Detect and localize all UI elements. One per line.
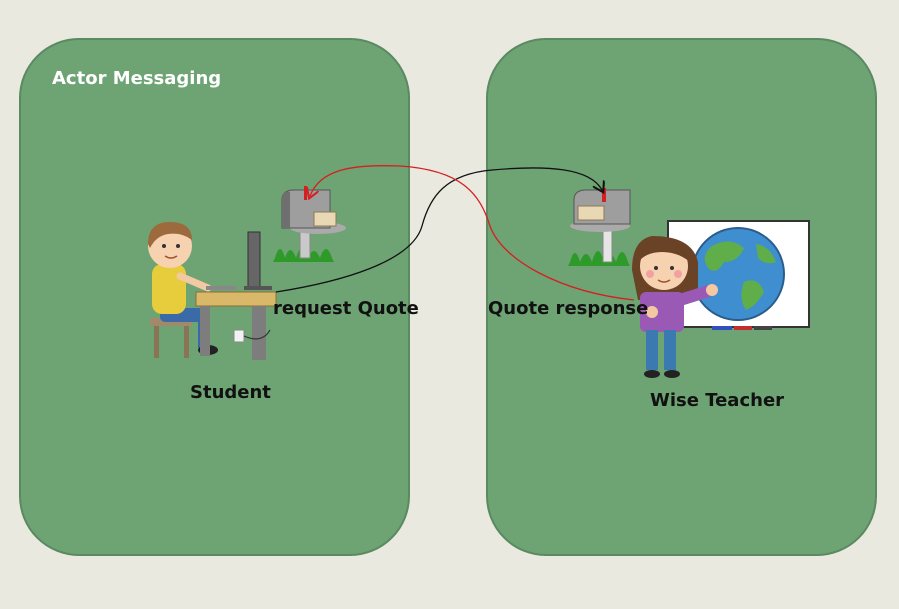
teacher-mailbox-icon: [568, 188, 631, 266]
request-quote-arrow: [275, 167, 602, 293]
quote-response-arrow: [310, 165, 635, 301]
student-mailbox-icon: [273, 186, 346, 262]
whiteboard-globe-icon: [667, 220, 810, 330]
quote-response-label: Quote response: [488, 298, 649, 319]
student-figure: [148, 222, 218, 358]
request-quote-label: request Quote: [273, 298, 419, 319]
student-label: Student: [190, 382, 271, 403]
teacher-figure: [632, 236, 718, 378]
teacher-label: Wise Teacher: [650, 390, 785, 411]
diagram-title: Actor Messaging: [52, 68, 222, 89]
computer-desk-icon: [195, 231, 277, 360]
